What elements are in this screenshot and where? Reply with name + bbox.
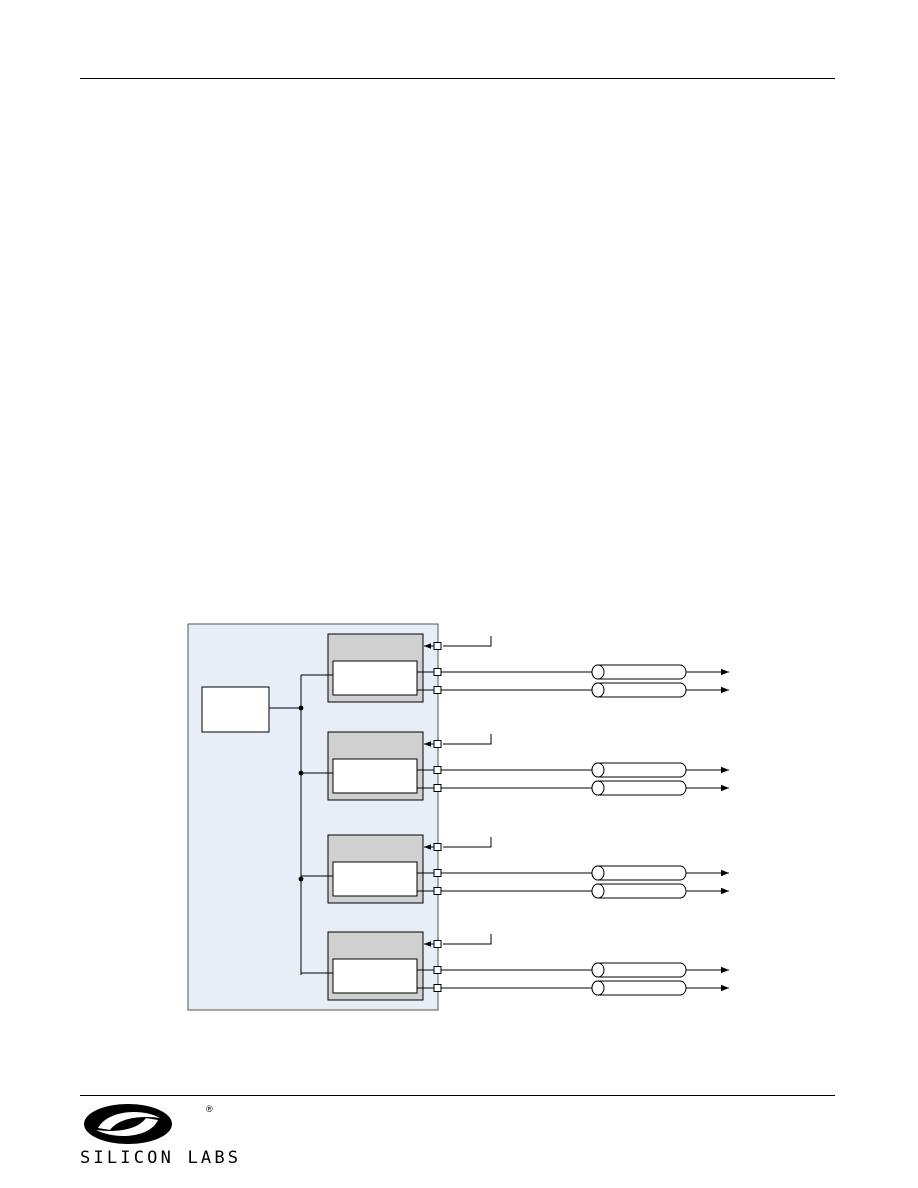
source-block [201, 686, 270, 733]
pin-square [433, 984, 442, 992]
pin-square [433, 940, 442, 948]
control-input-line [443, 837, 492, 848]
transmission-line-end [591, 865, 605, 881]
silicon-labs-logo: ® [84, 1104, 213, 1144]
pin-square [433, 784, 442, 792]
transmission-line-end [591, 682, 605, 698]
transmission-line [591, 762, 687, 778]
control-input-line [443, 734, 492, 745]
pin-square [433, 740, 442, 748]
output-stage [332, 861, 418, 897]
driver-group [301, 633, 729, 1001]
transmission-line [591, 980, 687, 996]
junction-dot [298, 705, 304, 711]
transmission-line [591, 883, 687, 899]
output-stage [332, 958, 418, 994]
footer-rule [80, 1095, 835, 1096]
transmission-line-end [591, 962, 605, 978]
transmission-line [591, 962, 687, 978]
pin-square [433, 668, 442, 676]
transmission-line-end [591, 762, 605, 778]
transmission-line [591, 664, 687, 680]
pin-square [433, 887, 442, 895]
transmission-line [591, 780, 687, 796]
registered-mark: ® [206, 1104, 213, 1114]
control-input-line [443, 636, 492, 647]
pin-square [433, 966, 442, 974]
control-input-line [443, 934, 492, 945]
output-stage [332, 660, 418, 696]
pin-square [433, 642, 442, 650]
pin-square [433, 869, 442, 877]
pin-square [433, 766, 442, 774]
pin-square [433, 843, 442, 851]
logo-wordmark: SILICON LABS [80, 1148, 242, 1168]
transmission-line-end [591, 980, 605, 996]
transmission-line [591, 865, 687, 881]
transmission-line-end [591, 664, 605, 680]
transmission-line [591, 682, 687, 698]
output-stage [332, 758, 418, 794]
transmission-line-end [591, 780, 605, 796]
header-rule [80, 78, 835, 79]
junction-dot [298, 876, 304, 882]
transmission-line-end [591, 883, 605, 899]
pin-square [433, 686, 442, 694]
